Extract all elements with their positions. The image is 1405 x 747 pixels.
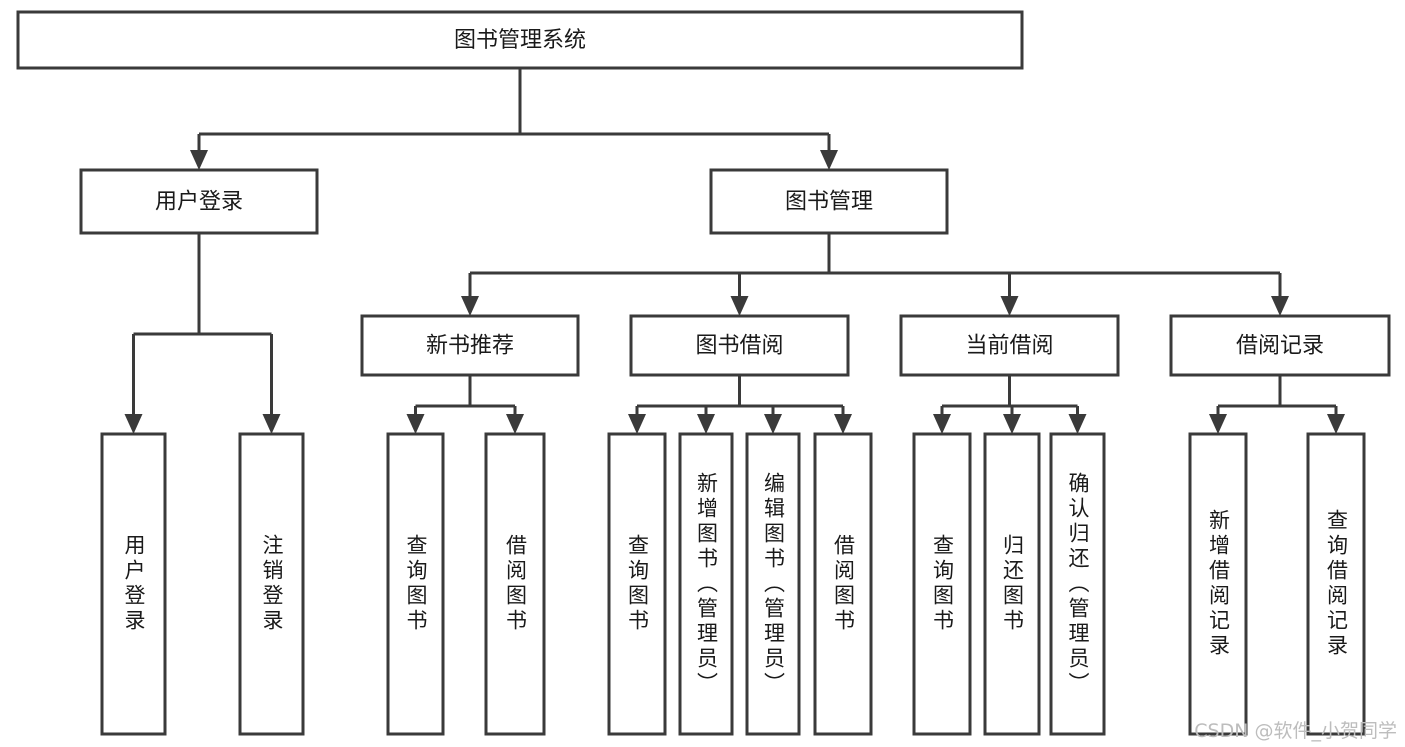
arrow-head-icon	[1209, 414, 1227, 434]
node-label-borrow-record: 借阅记录	[1236, 334, 1324, 359]
arrow-head-icon	[262, 414, 281, 434]
watermark-text: CSDN @软件_小贺同学	[1194, 720, 1397, 742]
arrow-head-icon	[506, 414, 524, 434]
node-box-borrow-record[interactable]	[1169, 314, 1391, 377]
arrow-head-icon	[730, 296, 749, 316]
arrow-head-icon	[461, 296, 479, 316]
connector-layer	[124, 68, 1345, 434]
node-box-leaf-user-logout[interactable]	[238, 432, 305, 736]
arrow-head-icon	[1271, 296, 1289, 316]
arrow-head-icon	[834, 414, 852, 434]
node-box-book-borrow[interactable]	[629, 314, 850, 377]
arrow-head-icon	[124, 414, 143, 434]
node-box-user-login[interactable]	[79, 168, 319, 235]
node-label-current-borrow: 当前借阅	[965, 334, 1053, 359]
node-box-leaf-query-book-cb[interactable]	[912, 432, 972, 736]
arrow-head-icon	[820, 150, 838, 170]
node-box-layer	[16, 10, 1391, 736]
node-label-root: 图书管理系统	[454, 28, 586, 53]
node-box-new-book-rec[interactable]	[360, 314, 580, 377]
node-label-new-book-rec: 新书推荐	[426, 334, 514, 359]
node-box-leaf-borrow-book-br[interactable]	[813, 432, 873, 736]
node-label-book-manage: 图书管理	[785, 190, 873, 215]
arrow-head-icon	[406, 414, 425, 434]
arrow-head-icon	[1000, 296, 1019, 316]
arrow-head-icon	[1003, 414, 1021, 434]
node-box-leaf-borrow-book-rec[interactable]	[484, 432, 546, 736]
node-box-leaf-query-book-rec[interactable]	[386, 432, 445, 736]
node-box-leaf-query-book-br[interactable]	[607, 432, 667, 736]
node-box-leaf-add-book[interactable]	[678, 432, 734, 736]
node-box-book-manage[interactable]	[709, 168, 949, 235]
node-box-root[interactable]	[16, 10, 1024, 70]
arrow-head-icon	[764, 414, 782, 434]
arrow-head-icon	[628, 414, 646, 434]
node-box-leaf-return-book[interactable]	[983, 432, 1041, 736]
arrow-head-icon	[1327, 414, 1345, 434]
node-box-leaf-edit-book[interactable]	[745, 432, 801, 736]
node-box-current-borrow[interactable]	[899, 314, 1120, 377]
node-box-leaf-confirm-return[interactable]	[1049, 432, 1106, 736]
arrow-head-icon	[1068, 414, 1087, 434]
node-box-leaf-query-record[interactable]	[1306, 432, 1366, 736]
arrow-head-icon	[190, 150, 208, 170]
node-box-leaf-add-record[interactable]	[1188, 432, 1248, 736]
arrow-head-icon	[697, 414, 715, 434]
arrow-head-icon	[933, 414, 951, 434]
node-box-leaf-user-login[interactable]	[100, 432, 167, 736]
node-label-book-borrow: 图书借阅	[695, 334, 783, 359]
node-label-user-login: 用户登录	[155, 190, 243, 215]
